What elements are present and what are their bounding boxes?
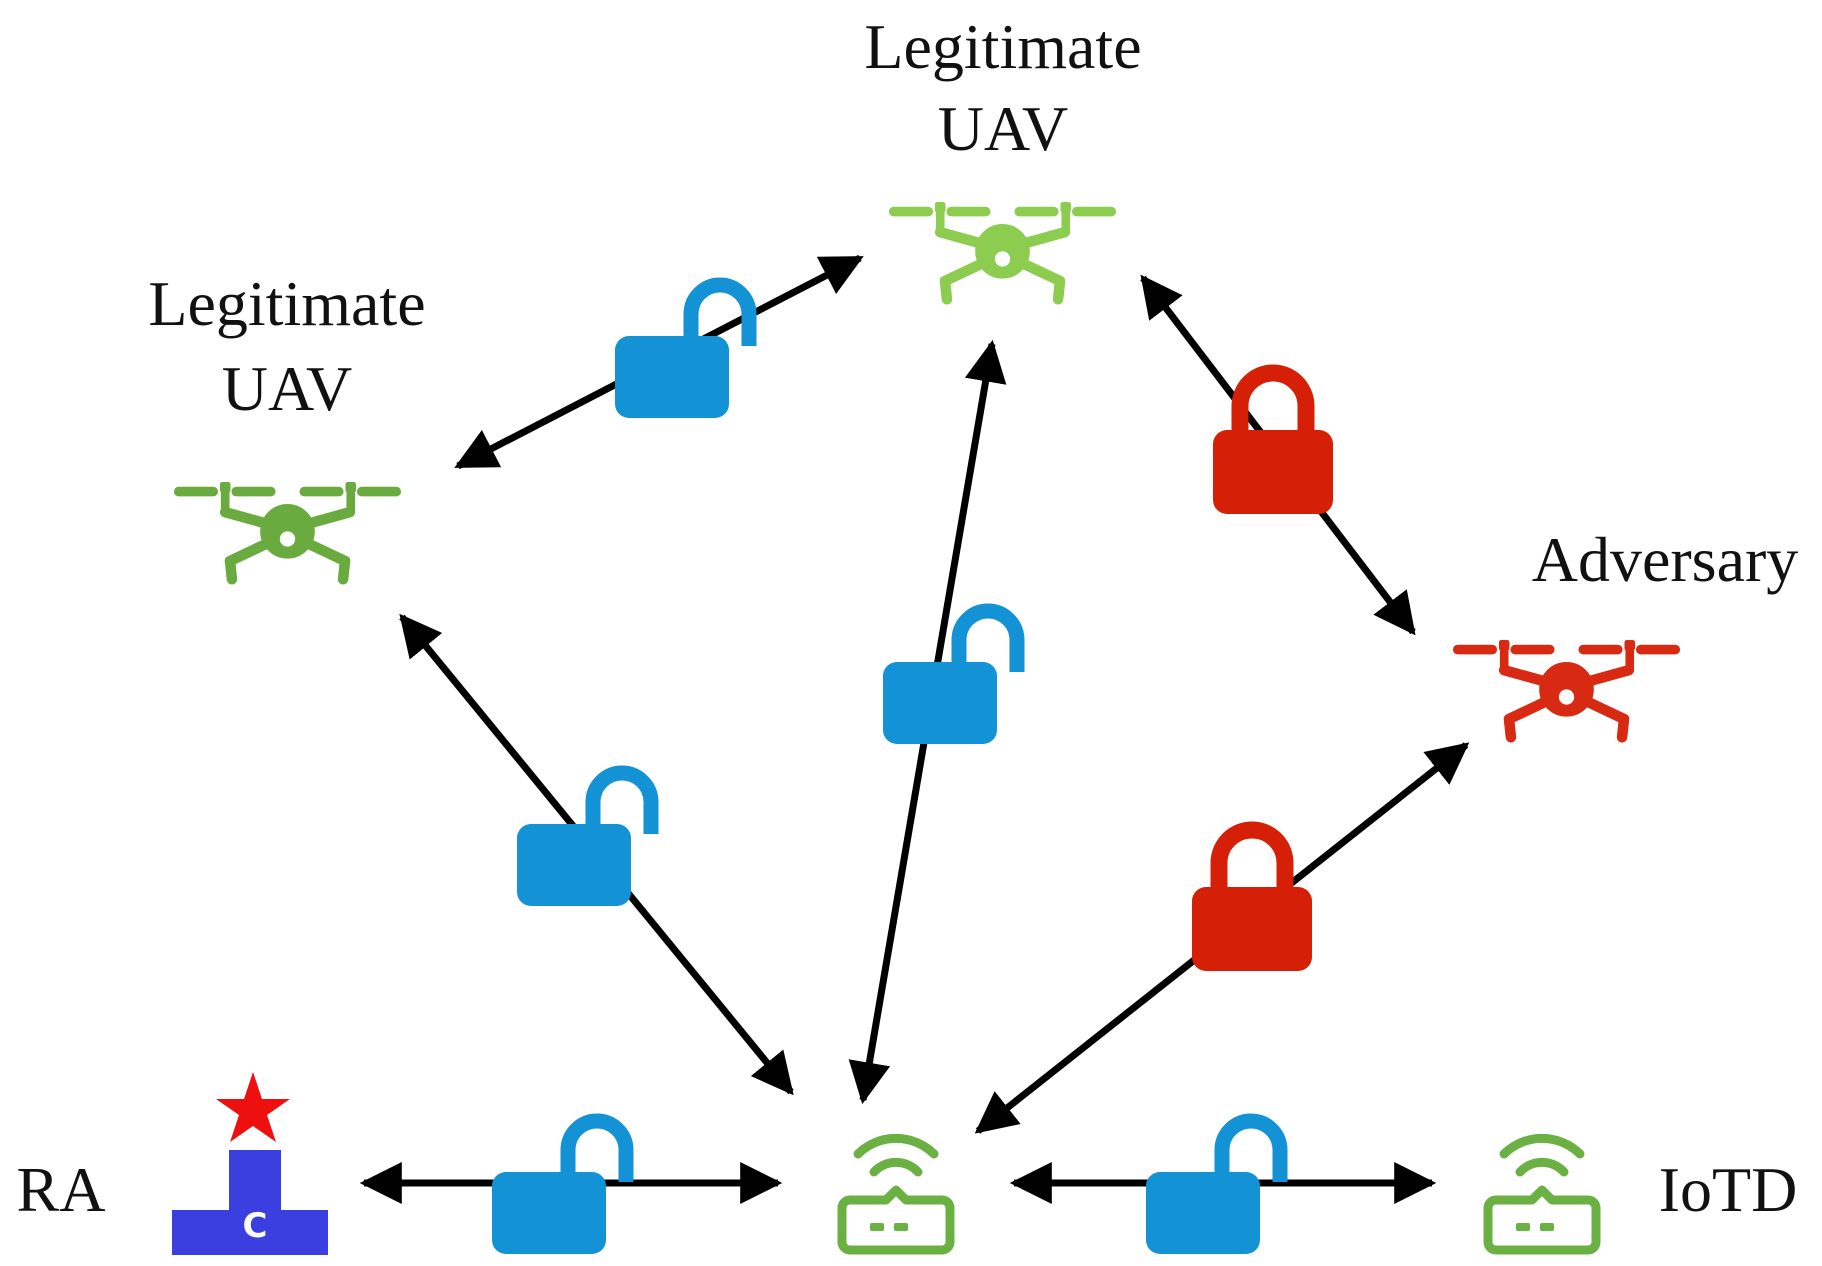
unlocked-padlock-icon	[883, 611, 1017, 744]
label-adversary: Adversary	[1532, 524, 1799, 595]
locked-padlock-icon	[1192, 830, 1312, 971]
unlocked-padlock-icon	[1146, 1121, 1280, 1254]
drone-icon	[889, 202, 1115, 299]
iot-router-icon	[1488, 1138, 1596, 1250]
registration-authority-icon: C	[172, 1072, 328, 1255]
label-ra: RA	[17, 1154, 106, 1225]
ra-letter: C	[243, 1206, 268, 1246]
iot-router-icon	[842, 1138, 950, 1250]
label-uav-left-line1: Legitimate	[148, 268, 425, 339]
label-uav-top-line2: UAV	[938, 93, 1068, 164]
drone-icon	[174, 482, 400, 579]
unlocked-padlock-icon	[492, 1121, 626, 1254]
drone-icon	[1453, 640, 1679, 737]
label-iotd: IoTD	[1659, 1154, 1798, 1225]
unlocked-padlock-icon	[615, 285, 749, 418]
label-uav-left-line2: UAV	[222, 353, 352, 424]
unlocked-padlock-icon	[517, 773, 651, 906]
star-icon	[216, 1072, 290, 1142]
label-uav-top-line1: Legitimate	[864, 11, 1141, 82]
